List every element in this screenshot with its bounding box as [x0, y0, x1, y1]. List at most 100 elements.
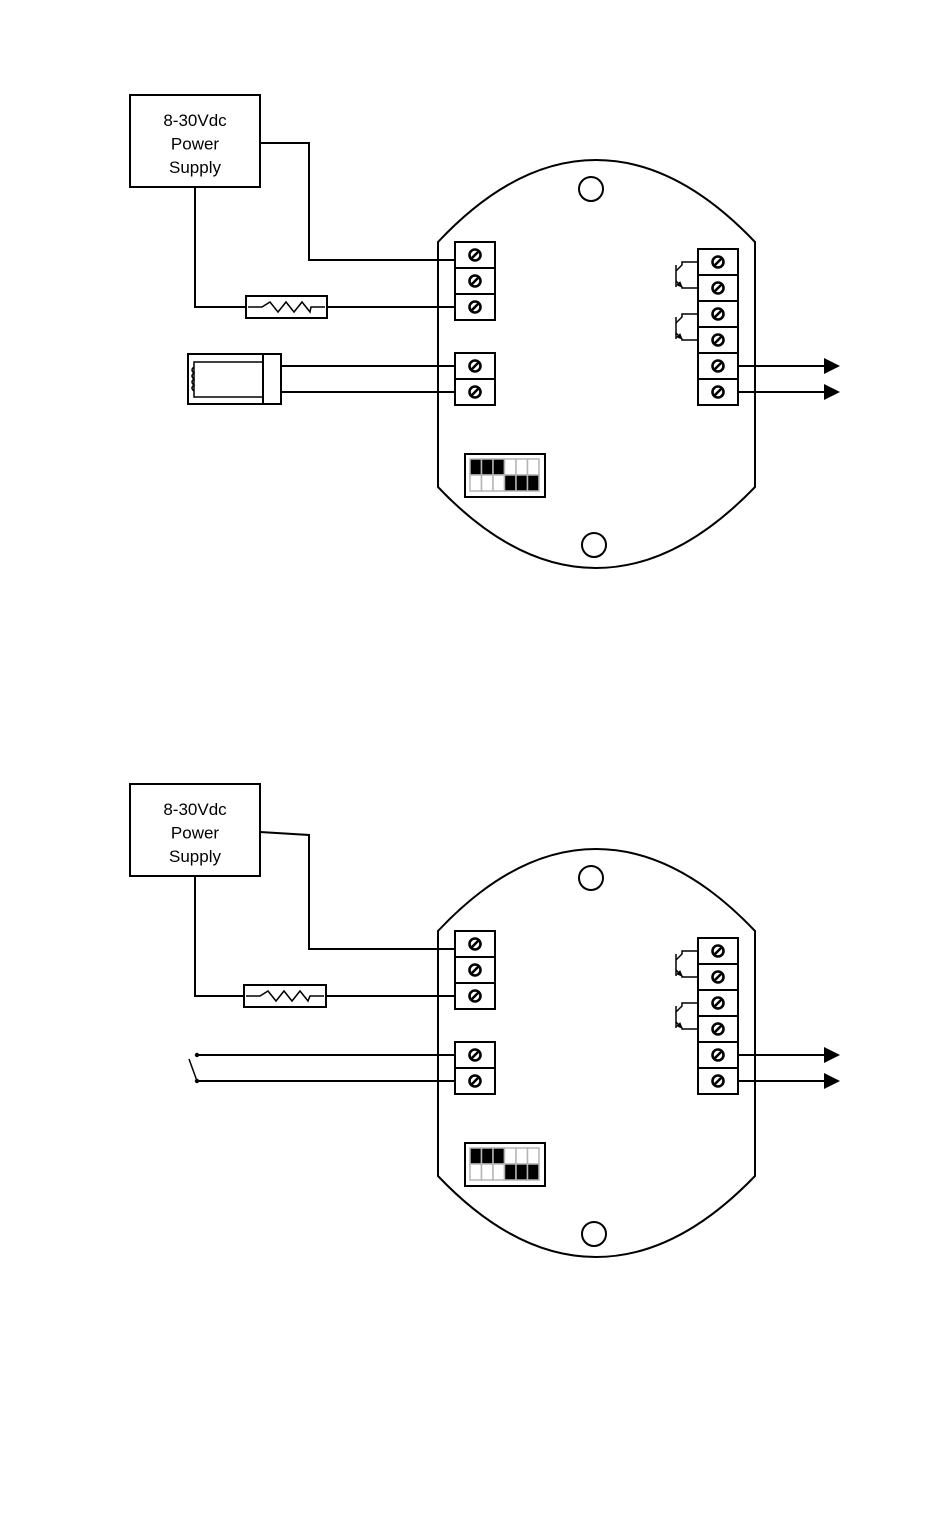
- mounting-hole-bottom: [581, 1221, 607, 1247]
- transistor-output-1-icon: [675, 261, 698, 289]
- dip-switch-off: [492, 474, 506, 492]
- terminal: [454, 1041, 496, 1069]
- dip-switch-off: [503, 458, 517, 476]
- dip-switch-off: [526, 1147, 540, 1165]
- input-terminal-block: [454, 352, 496, 406]
- terminal: [454, 241, 496, 269]
- controller-enclosure: [437, 158, 756, 570]
- terminal: [697, 937, 739, 965]
- terminal: [454, 378, 496, 406]
- screw-terminal-icon: [468, 359, 482, 373]
- terminal: [697, 1015, 739, 1043]
- power-terminal-block: [454, 930, 496, 1010]
- screw-terminal-icon: [468, 1048, 482, 1062]
- terminal: [697, 1041, 739, 1069]
- power-negative-wire: [194, 876, 246, 997]
- power-positive-wire: [259, 831, 455, 950]
- dip-switch-on: [526, 474, 540, 492]
- dip-switch-on: [480, 1147, 494, 1165]
- screw-terminal-icon: [468, 274, 482, 288]
- power-terminal-block: [454, 241, 496, 321]
- terminal: [454, 352, 496, 380]
- resistor-icon: [245, 295, 328, 319]
- dip-switch-off: [503, 1147, 517, 1165]
- screw-terminal-icon: [711, 1074, 725, 1088]
- screw-terminal-icon: [468, 248, 482, 262]
- screw-terminal-icon: [711, 385, 725, 399]
- terminal: [454, 267, 496, 295]
- dip-switch-on: [515, 1163, 529, 1181]
- output-terminal-block: [697, 248, 739, 406]
- dip-switch-off: [480, 474, 494, 492]
- power-supply-label: Power: [171, 824, 220, 843]
- transistor-output-2-icon: [675, 313, 698, 341]
- dip-switch-on: [526, 1163, 540, 1181]
- dip-switch-off: [480, 1163, 494, 1181]
- terminal: [697, 1067, 739, 1095]
- coil-sensor-icon: [187, 353, 282, 405]
- terminal: [454, 293, 496, 321]
- dip-switch: [464, 1142, 546, 1187]
- screw-terminal-icon: [468, 1074, 482, 1088]
- screw-terminal-icon: [711, 281, 725, 295]
- controller-enclosure: [437, 847, 756, 1259]
- dip-switch-off: [492, 1163, 506, 1181]
- dip-switch-on: [515, 474, 529, 492]
- terminal: [454, 956, 496, 984]
- dip-switch-off: [469, 474, 483, 492]
- dip-switch-off: [469, 1163, 483, 1181]
- coil-icon: [191, 366, 196, 392]
- dip-switch-off: [515, 1147, 529, 1165]
- dip-switch-on: [469, 458, 483, 476]
- dip-switch-off: [515, 458, 529, 476]
- screw-terminal-icon: [711, 970, 725, 984]
- terminal: [697, 989, 739, 1017]
- mounting-hole-top: [578, 865, 604, 891]
- dip-switch-on: [492, 458, 506, 476]
- switch-contact-icon: [188, 1052, 200, 1084]
- signal-output-arrow: [738, 1047, 840, 1063]
- input-terminal-block: [454, 1041, 496, 1095]
- power-supply-label: Power: [171, 135, 220, 154]
- dip-switch-on: [492, 1147, 506, 1165]
- signal-output-arrow: [738, 358, 840, 374]
- power-negative-wire: [194, 187, 246, 308]
- power-supply-label: 8-30Vdc: [163, 800, 227, 819]
- terminal: [697, 248, 739, 276]
- dip-switch-on: [503, 1163, 517, 1181]
- dip-switch: [464, 453, 546, 498]
- screw-terminal-icon: [711, 307, 725, 321]
- screw-terminal-icon: [468, 385, 482, 399]
- terminal: [454, 1067, 496, 1095]
- power-positive-wire: [260, 142, 455, 261]
- screw-terminal-icon: [468, 937, 482, 951]
- transistor-output-2-icon: [675, 1002, 698, 1030]
- transistor-output-1-icon: [675, 950, 698, 978]
- screw-terminal-icon: [711, 944, 725, 958]
- power-supply-label: 8-30Vdc: [163, 111, 227, 130]
- screw-terminal-icon: [468, 300, 482, 314]
- terminal: [697, 274, 739, 302]
- dip-switch-on: [469, 1147, 483, 1165]
- screw-terminal-icon: [711, 1022, 725, 1036]
- dip-switch-on: [503, 474, 517, 492]
- screw-terminal-icon: [711, 996, 725, 1010]
- terminal: [697, 300, 739, 328]
- dip-switch-on: [480, 458, 494, 476]
- screw-terminal-icon: [711, 333, 725, 347]
- terminal: [454, 930, 496, 958]
- terminal: [454, 982, 496, 1010]
- power-supply-label: Supply: [169, 158, 221, 177]
- power-supply-label: Supply: [169, 847, 221, 866]
- terminal: [697, 378, 739, 406]
- resistor-icon: [243, 984, 327, 1008]
- mounting-hole-top: [578, 176, 604, 202]
- terminal: [697, 326, 739, 354]
- screw-terminal-icon: [468, 989, 482, 1003]
- terminal: [697, 352, 739, 380]
